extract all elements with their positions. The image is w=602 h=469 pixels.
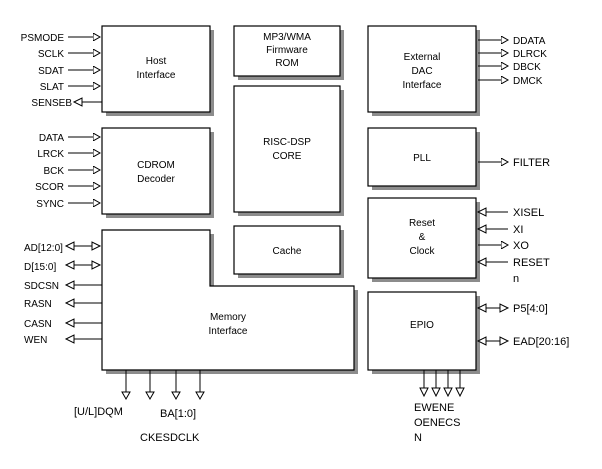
- signal-p5: P5[4:0]: [513, 303, 548, 315]
- signal-casn: CASN: [24, 319, 52, 330]
- dac-label-2: DAC: [411, 66, 432, 77]
- signal-sdcsn: SDCSN: [24, 281, 59, 292]
- rom-label-1: MP3/WMA: [263, 32, 311, 43]
- reset-signals: XISEL XI XO RESET n: [476, 207, 550, 285]
- signal-ad: AD[12:0]: [24, 243, 63, 254]
- host-label-1: Host: [146, 56, 167, 67]
- host-arrows: [68, 37, 102, 107]
- signal-reset-n: n: [513, 273, 519, 285]
- memory-interface-block: Memory Interface: [101, 229, 355, 371]
- signal-dqm: [U/L]DQM: [74, 406, 123, 418]
- memory-label-2: Interface: [209, 326, 248, 337]
- signal-data: DATA: [39, 133, 65, 144]
- signal-filter: FILTER: [513, 157, 550, 169]
- signal-dlrck: DLRCK: [513, 49, 547, 60]
- signal-ewene: EWENE: [414, 402, 454, 414]
- signal-sdat: SDAT: [38, 66, 64, 77]
- host-signals: PSMODE SCLK SDAT SLAT SENSEB: [21, 33, 102, 109]
- signal-sync: SYNC: [36, 199, 64, 210]
- cdrom-label-2: Decoder: [137, 174, 175, 185]
- dac-label-1: External: [404, 52, 441, 63]
- memory-bottom-arrows: [121, 370, 205, 401]
- memory-label-1: Memory: [210, 312, 246, 323]
- epio-bottom-signals: EWENE OENECS N: [414, 370, 465, 444]
- risc-dsp-core-block: RISC-DSP CORE: [233, 85, 341, 213]
- rom-label-2: Firmware: [266, 45, 308, 56]
- signal-reset: RESET: [513, 257, 550, 269]
- signal-sclk: SCLK: [38, 49, 64, 60]
- cdrom-label-1: CDROM: [137, 160, 175, 171]
- risc-label-2: CORE: [273, 151, 302, 162]
- pll-block: PLL: [367, 127, 477, 187]
- memory-left-arrows: [64, 241, 102, 344]
- signal-dbck: DBCK: [513, 62, 541, 73]
- signal-ckesdclk: CKESDCLK: [140, 432, 200, 444]
- reset-label-2: &: [419, 232, 426, 243]
- epio-right-signals: P5[4:0] EAD[20:16]: [476, 303, 569, 348]
- memory-left-signals: AD[12:0] D[15:0] SDCSN RASN CASN WEN: [24, 241, 102, 346]
- cache-block: Cache: [233, 225, 341, 275]
- reset-label-3: Clock: [409, 246, 435, 257]
- signal-ddata: DDATA: [513, 36, 546, 47]
- pll-label: PLL: [413, 153, 431, 164]
- reset-arrows: [476, 207, 508, 267]
- signal-xisel: XISEL: [513, 207, 544, 219]
- signal-n: N: [414, 432, 422, 444]
- external-dac-block: External DAC Interface: [367, 25, 477, 113]
- cache-label: Cache: [273, 246, 302, 257]
- signal-bck: BCK: [43, 166, 64, 177]
- memory-bottom-signals: [U/L]DQM BA[1:0] CKESDCLK: [74, 370, 205, 444]
- signal-scor: SCOR: [35, 182, 64, 193]
- epio-label: EPIO: [410, 320, 434, 331]
- signal-senseb: SENSEB: [31, 98, 72, 109]
- rom-label-3: ROM: [275, 58, 298, 69]
- signal-ead: EAD[20:16]: [513, 336, 569, 348]
- risc-label-1: RISC-DSP: [263, 137, 311, 148]
- firmware-rom-block: MP3/WMA Firmware ROM: [233, 25, 341, 77]
- host-label-2: Interface: [137, 70, 176, 81]
- dac-signals: DDATA DLRCK DBCK DMCK: [478, 36, 547, 87]
- signal-ba: BA[1:0]: [160, 408, 196, 420]
- signal-rasn: RASN: [24, 299, 52, 310]
- epio-right-arrows: [476, 303, 510, 346]
- cdrom-signals: DATA LRCK BCK SCOR SYNC: [35, 133, 100, 210]
- host-interface-block: Host Interface: [101, 25, 211, 113]
- signal-xi: XI: [513, 224, 523, 236]
- signal-psmode: PSMODE: [21, 33, 65, 44]
- signal-d: D[15:0]: [24, 262, 56, 273]
- pll-signals: FILTER: [478, 157, 550, 169]
- signal-slat: SLAT: [40, 82, 64, 93]
- reset-clock-block: Reset & Clock: [367, 197, 477, 279]
- signal-oenecs: OENECS: [414, 417, 460, 429]
- dac-label-3: Interface: [403, 80, 442, 91]
- cdrom-arrows: [68, 137, 100, 203]
- epio-block: EPIO: [367, 291, 477, 371]
- cdrom-decoder-block: CDROM Decoder: [101, 127, 211, 215]
- epio-bottom-arrows: [419, 370, 465, 398]
- signal-wen: WEN: [24, 335, 47, 346]
- dac-arrows: [478, 40, 508, 80]
- signal-lrck: LRCK: [37, 149, 64, 160]
- signal-dmck: DMCK: [513, 76, 543, 87]
- reset-label-1: Reset: [409, 218, 435, 229]
- signal-xo: XO: [513, 240, 529, 252]
